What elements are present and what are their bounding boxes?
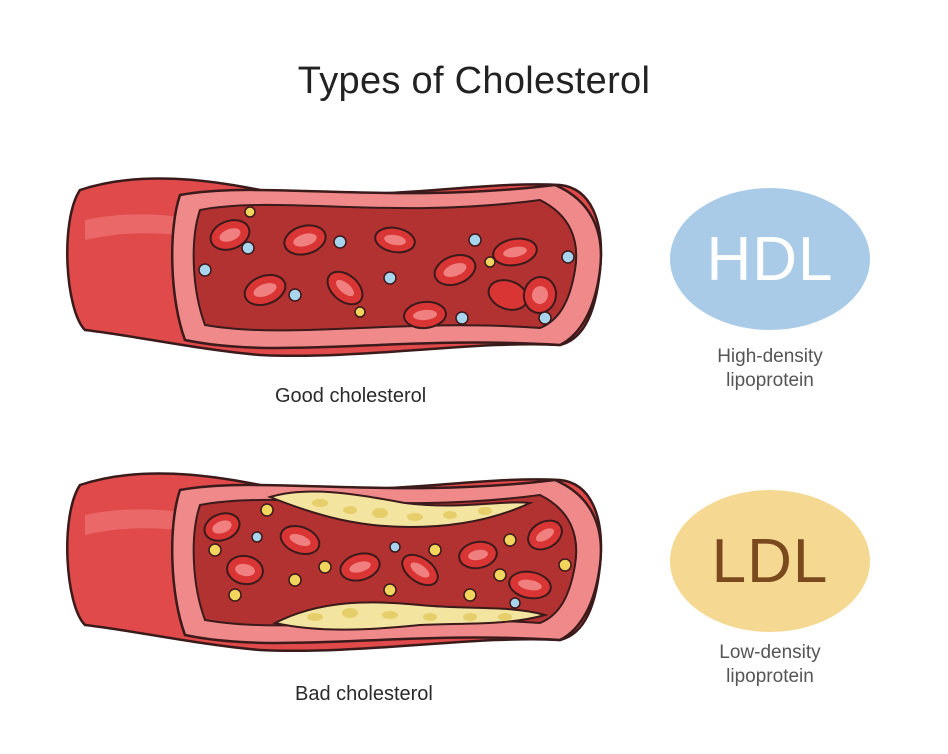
ldl-description: Low-density lipoprotein [670,641,870,689]
hdl-description: High-density lipoprotein [670,345,870,393]
healthy-artery-illustration [66,177,603,358]
hdl-description-line1: High-density [717,346,823,367]
plaque-buildup-top [266,490,534,529]
ldl-description-line1: Low-density [719,642,821,663]
hdl-description-line2: lipoprotein [726,370,814,391]
good-cholesterol-caption: Good cholesterol [275,385,427,407]
ldl-badge-label: LDL [711,526,829,596]
plaque-buildup-bottom [272,601,549,631]
diagram-title: Types of Cholesterol [297,60,651,102]
ldl-description-line2: lipoprotein [726,666,814,687]
hdl-badge-label: HDL [706,224,834,294]
bad-cholesterol-caption: Bad cholesterol [295,683,433,705]
clogged-artery-illustration [66,472,603,653]
hdl-badge: HDL [670,188,870,330]
ldl-badge: LDL [670,490,870,632]
